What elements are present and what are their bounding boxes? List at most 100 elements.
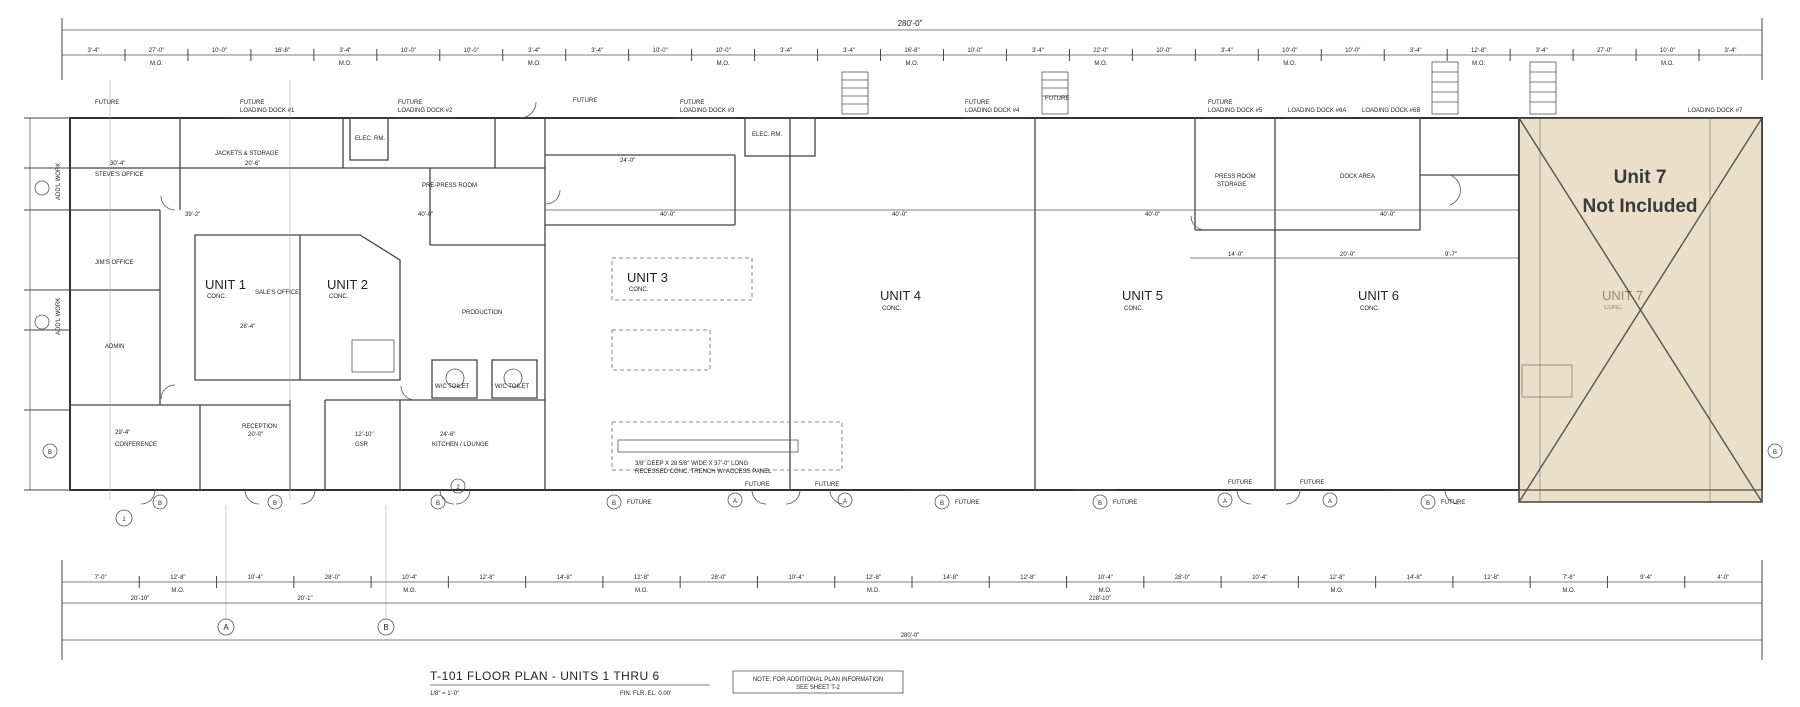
loading-dock-2-label: LOADING DOCK #2 [398,108,453,114]
unit-7-area: UNIT 7 CONC. Unit 7 Not Included [1518,117,1763,503]
dim-9-7: 9'-7" [1445,252,1457,258]
door-swings [140,101,1461,505]
bottom-dim-mo: M.O. [635,588,648,594]
bottom-dim-label: 14'-8" [1407,575,1422,581]
loading-dock-5-label: LOADING DOCK #5 [1208,108,1263,114]
bottom-dim-label: 10'-4" [1252,575,1267,581]
bottom-dim-label: 28'-0" [325,575,340,581]
bottom-dim-mo: M.O. [867,588,880,594]
top-dim-label: 10'-0" [401,48,416,54]
loading-dock-7-label: LOADING DOCK #7 [1688,108,1743,114]
door-a-2: A [843,499,847,505]
bottom-dim-20-10: 20'-10" [131,596,150,602]
room-production: PRODUCTION [462,310,502,316]
unit-3-sub: CONC. [629,287,649,293]
bottom-future-7: FUTURE [1300,480,1324,486]
bottom-dim-label: 12'-8" [866,575,881,581]
room-jackets-storage: JACKETS & STORAGE [215,151,279,157]
unit-1-label: UNIT 1 [205,277,246,292]
loading-dock-4-label: LOADING DOCK #4 [965,108,1020,114]
dim-40-0-e: 40'-0" [1380,212,1395,218]
bottom-dim-mo: M.O. [1331,588,1344,594]
top-dim-label: 3'-4" [1725,48,1737,54]
dim-20-0-b: 20'-0" [248,432,263,438]
unit-7-label: UNIT 7 [1602,288,1643,303]
bottom-future-5: FUTURE [1113,500,1137,506]
grid-bubble-a-bottom: A [223,623,229,632]
door-b-6: B [1098,501,1102,507]
top-dim-label: 3'-4" [528,48,540,54]
top-dim-label: 10'-0" [967,48,982,54]
bottom-dim-label: 7'-0" [95,575,107,581]
top-dim-label: 16'-8" [904,48,919,54]
top-dim-label: 12'-8" [1471,48,1486,54]
future-label-5: FUTURE [680,100,704,106]
building-outline [69,117,1763,491]
door-b-1: B [158,501,162,507]
future-label-7: FUTURE [1045,96,1069,102]
top-dim-mo: M.O. [1661,61,1674,67]
room-sales-office: SALE'S OFFICE [255,290,299,296]
top-dim-label: 3'-4" [88,48,100,54]
room-storage: STORAGE [1217,182,1246,188]
bottom-dim-label: 10'-4" [1098,575,1113,581]
room-elec-rm-2: ELEC. RM. [752,132,782,138]
unit-3-label: UNIT 3 [627,270,668,285]
bottom-dimension-strings: 7'-0" 12'-8" M.O. 10'-4" 28'-0" 10'-4" M.O. 12'… [61,560,1763,660]
unit-6-label: UNIT 6 [1358,288,1399,303]
future-label-8: FUTURE [1208,100,1232,106]
unit-7-overlay-line-2: Not Included [1582,196,1697,217]
dim-26-4: 26'-4" [240,324,255,330]
unit3-dashed-areas [611,257,843,471]
top-dim-label: 10'-0" [1345,48,1360,54]
overall-top-dim: 280'-0" [898,19,923,28]
room-wc-toilet-1: W/C TOILET [435,384,469,390]
door-a-4: A [1328,499,1332,505]
unit-5-label: UNIT 5 [1122,288,1163,303]
top-dim-label: 3'-4" [1221,48,1233,54]
top-dim-label: 3'-4" [843,48,855,54]
dim-30-4: 30'-4" [110,161,125,167]
bottom-dim-label: 4'-0" [1717,575,1729,581]
dim-12-10: 12'-10" [355,432,374,438]
dim-40-0-c: 40'-0" [892,212,907,218]
top-dim-mo: M.O. [1472,61,1485,67]
bottom-dim-label: 14'-8" [943,575,958,581]
plan-note-line-1: NOTE: FOR ADDITIONAL PLAN INFORMATION [753,677,883,683]
top-dim-label: 10'-0" [212,48,227,54]
bottom-dim-label: 12'-8" [479,575,494,581]
bottom-dim-label: 12'-8" [170,575,185,581]
addl-work-label-2: ADD'L WORK [56,298,62,335]
room-kitchen-lounge: KITCHEN / LOUNGE [432,442,489,448]
bottom-future-2: FUTURE [745,482,769,488]
room-press-room: PRESS ROOM [1215,174,1256,180]
dim-40-0-d: 40'-0" [1145,212,1160,218]
top-dim-mo: M.O. [1094,61,1107,67]
dim-14-0: 14'-0" [1228,252,1243,258]
top-dim-label: 27'-0" [1597,48,1612,54]
top-dim-mo: M.O. [528,61,541,67]
bottom-dim-228-10: 228'-10" [1089,596,1111,602]
inner-dimensions: 30'-4" 20'-6" 39'-2" 40'-0" 40'-0" 40'-0… [110,158,1457,438]
future-label-3: FUTURE [398,100,422,106]
future-label-4: FUTURE [573,98,597,104]
bottom-dim-mo: M.O. [1562,588,1575,594]
sheet-scale: 1/8" = 1'-0" [430,691,459,697]
door-b-5: B [940,501,944,507]
top-dim-label: 10'-0" [715,48,730,54]
trench-note-line-2: RECESSED CONC. TRENCH W/ ACCESS PANEL [635,469,772,475]
addl-work-label-1: ADD'L WORK [56,163,62,200]
unit-7-sub: CONC. [1604,305,1624,311]
top-dim-mo: M.O. [150,61,163,67]
unit-7-overlay-line-1: Unit 7 [1614,167,1667,188]
bottom-dim-label: 10'-4" [402,575,417,581]
bottom-dim-label: 7'-8" [1563,575,1575,581]
unit-6-sub: CONC. [1360,306,1380,312]
bottom-dim-label: 28'-0" [1175,575,1190,581]
bottom-dim-label: 12'-8" [1329,575,1344,581]
bottom-dim-label: 10'-4" [248,575,263,581]
unit-labels: UNIT 1 CONC. UNIT 2 CONC. UNIT 3 CONC. U… [205,270,1399,312]
room-steves-office: STEVE'S OFFICE [95,172,144,178]
bottom-dim-label: 12'-8" [1484,575,1499,581]
